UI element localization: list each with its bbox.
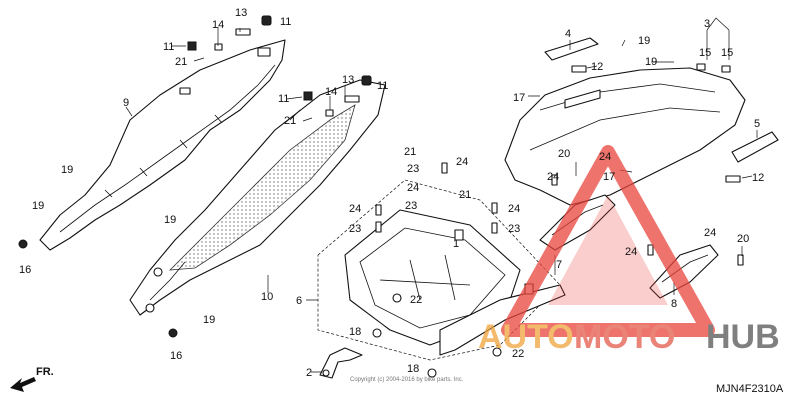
- front-arrow-icon: FR.: [10, 366, 54, 392]
- callout-8: 8: [671, 298, 677, 310]
- watermark-hub: HUB: [706, 318, 780, 356]
- callout-20: 20: [737, 233, 749, 245]
- automotohub-watermark: AUTO MOTO HUB: [478, 145, 780, 356]
- callout-12: 12: [591, 61, 603, 73]
- callout-23: 23: [405, 200, 417, 212]
- callout-21: 21: [404, 146, 416, 158]
- part-10-right-side-cover: [129, 79, 386, 316]
- callout-24: 24: [625, 246, 637, 258]
- callout-14: 14: [212, 19, 224, 31]
- part-4-seat-pad: [544, 37, 599, 61]
- callout-19: 19: [203, 314, 215, 326]
- callout-13: 13: [235, 7, 247, 19]
- callout-19: 19: [164, 214, 176, 226]
- watermark-triangle: [501, 145, 715, 337]
- callout-7: 7: [556, 259, 562, 271]
- callout-9: 9: [123, 97, 129, 109]
- callout-4: 4: [565, 28, 571, 40]
- callout-1: 1: [453, 238, 459, 250]
- callout-2: 2: [306, 367, 312, 379]
- callout-16: 16: [19, 264, 31, 276]
- callout-19: 19: [61, 164, 73, 176]
- callout-24: 24: [599, 151, 611, 163]
- callout-3: 3: [704, 18, 710, 30]
- part-6-center-tray: [317, 179, 566, 361]
- callout-19: 19: [645, 56, 657, 68]
- callout-18: 18: [349, 326, 361, 338]
- part-3-rear-cowl: [504, 67, 746, 206]
- callout-22: 22: [410, 294, 422, 306]
- callout-24: 24: [349, 203, 361, 215]
- front-arrow-label: FR.: [36, 366, 54, 378]
- callout-21: 21: [459, 189, 471, 201]
- callout-22: 22: [512, 348, 524, 360]
- callout-11: 11: [278, 93, 289, 105]
- callout-17: 17: [513, 92, 525, 104]
- part-2-bracket: [319, 347, 363, 379]
- callout-19: 19: [32, 200, 44, 212]
- callout-23: 23: [407, 163, 419, 175]
- callout-18: 18: [407, 363, 419, 375]
- callout-6: 6: [296, 295, 302, 307]
- callout-16: 16: [170, 350, 182, 362]
- callout-24: 24: [508, 203, 520, 215]
- callout-10: 10: [261, 291, 273, 303]
- leader-lines: [125, 17, 758, 373]
- callout-19: 19: [638, 35, 650, 47]
- callout-21: 21: [175, 56, 187, 68]
- callout-21: 21: [284, 115, 296, 127]
- callout-20: 20: [558, 148, 570, 160]
- callout-11: 11: [163, 41, 174, 53]
- callout-12: 12: [752, 172, 764, 184]
- diagram-code: MJN4F2310A: [716, 383, 784, 395]
- part-5-side-pad: [731, 131, 779, 163]
- watermark-auto: AUTO: [478, 318, 574, 356]
- callout-14: 14: [325, 86, 337, 98]
- callout-5: 5: [754, 118, 760, 130]
- callout-13: 13: [342, 74, 354, 86]
- callout-23: 23: [349, 223, 361, 235]
- callout-24: 24: [456, 156, 468, 168]
- callout-17: 17: [603, 171, 615, 183]
- callout-15: 15: [721, 47, 733, 59]
- callout-24: 24: [704, 227, 716, 239]
- callout-23: 23: [508, 223, 520, 235]
- callout-24: 24: [407, 182, 419, 194]
- watermark-moto: MOTO: [574, 318, 675, 356]
- callout-15: 15: [699, 47, 711, 59]
- callout-24: 24: [547, 171, 559, 183]
- fasteners: [18, 15, 744, 378]
- part-9-left-side-cover: [39, 39, 286, 251]
- callout-labels: 1 2 3 4 5 6 7 8 9 10 11 11 11 11 12 12 1…: [19, 7, 764, 379]
- callout-11: 11: [377, 80, 388, 92]
- copyright-line: Copyright (c) 2004-2016 by bike parts. I…: [350, 377, 464, 383]
- callout-11: 11: [280, 16, 291, 28]
